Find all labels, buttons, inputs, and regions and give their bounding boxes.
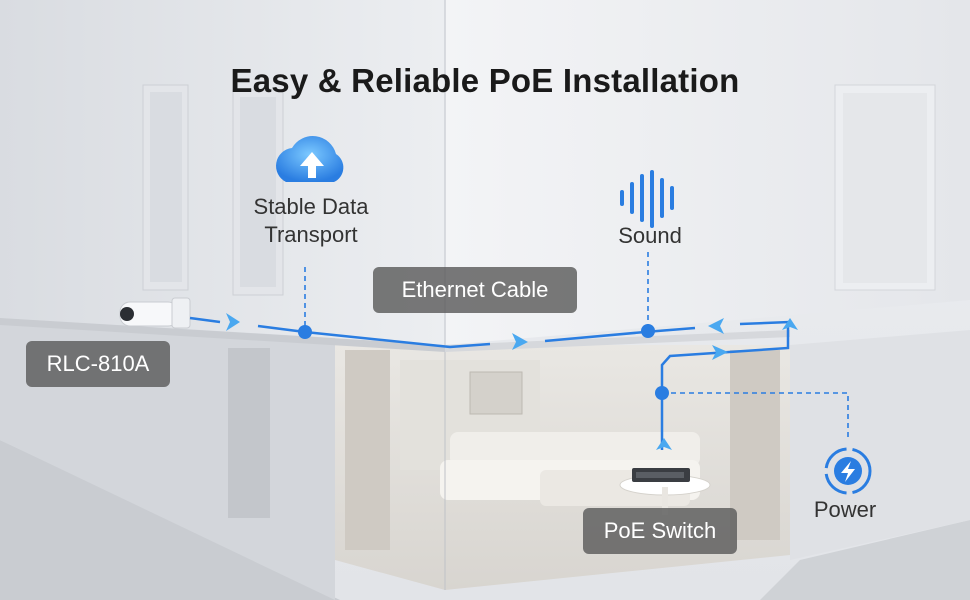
window-2-glass	[240, 97, 276, 287]
power-bolt-icon	[824, 447, 872, 495]
junction-dot-sound	[641, 324, 655, 338]
lower-right-wall	[790, 330, 970, 560]
slab-edge-right	[445, 330, 790, 352]
arrow-2	[512, 333, 528, 350]
ethernet-cable-label: Ethernet Cable	[373, 267, 577, 313]
arrow-1	[226, 313, 240, 331]
arrow-5	[782, 318, 798, 330]
sound-wave-icon	[620, 170, 674, 228]
sound-label: Sound	[618, 223, 682, 248]
poe-switch-ports	[636, 472, 684, 478]
camera	[119, 297, 191, 329]
arrow-4	[712, 345, 728, 360]
poe-switch-label: PoE Switch	[583, 508, 737, 554]
junction-dot-data	[298, 325, 312, 339]
table-leg	[662, 487, 668, 515]
lower-left-window	[228, 348, 270, 518]
curtain-left	[345, 350, 390, 550]
arrow-3	[708, 318, 724, 334]
ground-right	[760, 520, 970, 600]
window-3-glass	[843, 93, 927, 283]
window-1-glass	[150, 92, 182, 282]
power-label: Power	[813, 497, 877, 522]
junction-dot-power	[655, 386, 669, 400]
left-wall	[0, 0, 445, 345]
room-picture	[469, 371, 523, 415]
cloud-upload-icon	[276, 136, 344, 182]
dashed-connectors	[304, 252, 849, 440]
flow-arrows	[226, 313, 798, 450]
camera-model-label: RLC-810A	[26, 341, 170, 387]
page-title: Easy & Reliable PoE Installation	[230, 62, 740, 99]
curtain-right	[730, 350, 780, 540]
arrow-6	[656, 438, 672, 450]
slab-edge-left	[0, 318, 445, 352]
sofa-back	[450, 432, 700, 466]
